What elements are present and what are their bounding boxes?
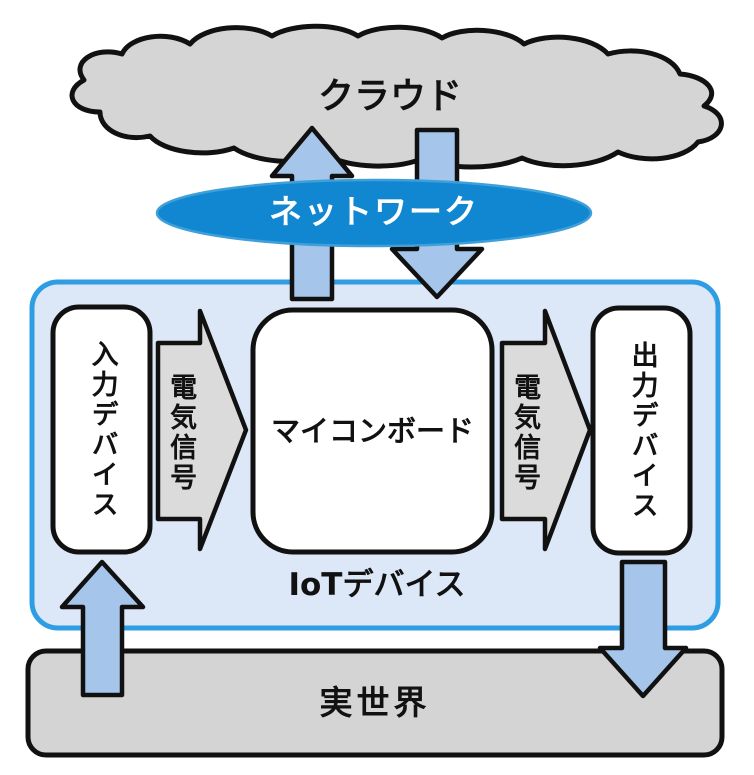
arrow-up-from-real-world xyxy=(62,562,143,695)
input-device-box xyxy=(53,307,150,552)
real-world-box xyxy=(28,651,722,755)
network-ellipse xyxy=(157,180,591,246)
arrow-down-to-real-world xyxy=(600,562,686,696)
cloud-shape xyxy=(72,26,721,167)
microcontroller-board-box xyxy=(253,310,492,552)
signal-arrow-left xyxy=(158,311,246,549)
signal-arrow-right xyxy=(502,311,590,549)
output-device-box xyxy=(593,308,690,553)
